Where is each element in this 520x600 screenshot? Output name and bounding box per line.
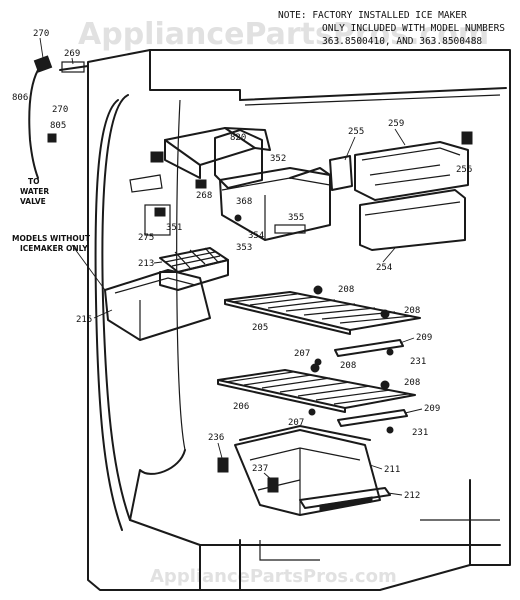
- lower-wire-shelf: [217, 363, 416, 434]
- ice-bucket: [354, 131, 473, 251]
- part-805: 805: [50, 121, 66, 131]
- watermark: AppliancePartsPros.com: [78, 17, 489, 52]
- part-806: 806: [12, 93, 28, 103]
- ice-tray: [159, 247, 229, 291]
- ice-storage-bin: [104, 269, 211, 341]
- part-231-a: 231: [410, 357, 426, 367]
- note-line-2: ONLY INCLUDED WITH MODEL NUMBERS: [322, 23, 505, 34]
- upper-wire-shelf: [224, 285, 421, 366]
- water-fill-tube: [28, 55, 89, 179]
- part-211: 211: [384, 465, 400, 475]
- part-256: 256: [456, 165, 472, 175]
- ice-maker-assembly: [129, 127, 331, 241]
- part-368: 368: [236, 197, 252, 207]
- part-254: 254: [376, 263, 392, 273]
- part-259: 259: [388, 119, 404, 129]
- part-208-c: 208: [340, 361, 356, 371]
- part-236: 236: [208, 433, 224, 443]
- label-icemaker-only: ICEMAKER ONLY: [20, 244, 88, 253]
- freezer-cabinet: [87, 49, 511, 591]
- part-208-a: 208: [338, 285, 354, 295]
- part-268: 268: [196, 191, 212, 201]
- part-231-b: 231: [412, 428, 428, 438]
- part-215: 215: [76, 315, 92, 325]
- watermark-bottom: AppliancePartsPros.com: [150, 566, 397, 587]
- part-237: 237: [252, 464, 268, 474]
- label-valve: VALVE: [20, 197, 46, 206]
- part-208-b: 208: [404, 306, 420, 316]
- part-208-d: 208: [404, 378, 420, 388]
- icemaker-bracket: [144, 155, 353, 236]
- freezer-basket: [217, 425, 391, 516]
- part-270: 270: [33, 29, 49, 39]
- label-water: WATER: [20, 187, 49, 196]
- note-line-1: NOTE: FACTORY INSTALLED ICE MAKER: [278, 10, 467, 21]
- label-to: TO: [28, 177, 40, 186]
- part-213: 213: [138, 259, 154, 269]
- part-352: 352: [270, 154, 286, 164]
- part-callouts: 270 269 806 270 805 820 352 255 259 256 …: [12, 29, 472, 501]
- part-354: 354: [248, 231, 264, 241]
- part-205: 205: [252, 323, 268, 333]
- part-207-b: 207: [288, 418, 304, 428]
- part-209-a: 209: [416, 333, 432, 343]
- note-line-3: 363.8500410, AND 363.8500488: [322, 36, 482, 47]
- label-models-without: MODELS WITHOUT: [12, 234, 91, 243]
- part-269: 269: [64, 49, 80, 59]
- part-209-b: 209: [424, 404, 440, 414]
- part-355: 355: [288, 213, 304, 223]
- leader-models-without: [71, 244, 106, 291]
- part-275: 275: [138, 233, 154, 243]
- part-206: 206: [233, 402, 249, 412]
- part-212: 212: [404, 491, 420, 501]
- part-353: 353: [236, 243, 252, 253]
- part-255: 255: [348, 127, 364, 137]
- part-207-a: 207: [294, 349, 310, 359]
- part-351: 351: [166, 223, 182, 233]
- part-820: 820: [230, 133, 246, 143]
- part-270-lower: 270: [52, 105, 68, 115]
